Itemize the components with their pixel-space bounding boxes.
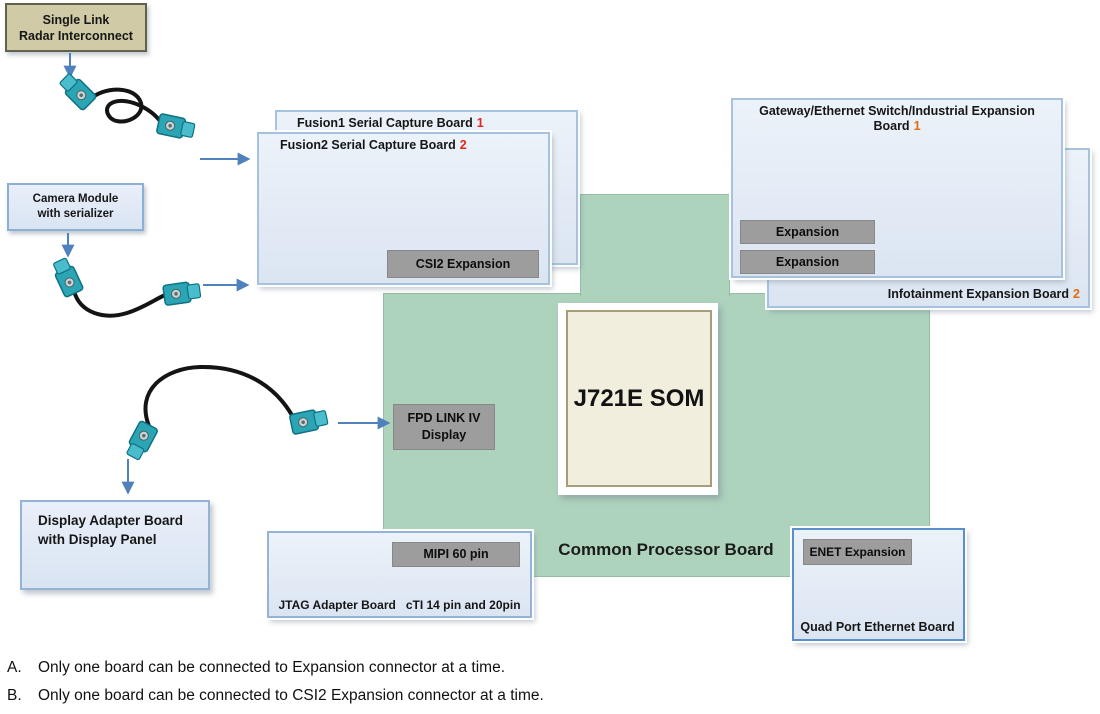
fakra-connector-icon bbox=[49, 255, 85, 299]
note-a: A. Only one board can be connected to Ex… bbox=[7, 659, 506, 676]
expansion-connector-bottom: Expansion bbox=[740, 250, 875, 274]
single-link-radar-interconnect-box: Single Link Radar Interconnect bbox=[5, 3, 147, 52]
radar-coax-cable bbox=[56, 70, 197, 142]
fakra-connector-icon bbox=[288, 406, 330, 436]
gateway-ethernet-industrial-expansion-board: Gateway/Ethernet Switch/Industrial Expan… bbox=[729, 96, 1065, 280]
coax-cable bbox=[72, 289, 167, 318]
fusion1-number: 1 bbox=[476, 116, 484, 130]
footnotes: A. Only one board can be connected to Ex… bbox=[7, 658, 544, 714]
coax-cable bbox=[86, 87, 163, 124]
quad-port-ethernet-board: ENET Expansion Quad Port Ethernet Board bbox=[790, 526, 967, 643]
note-b: B. Only one board can be connected to CS… bbox=[7, 687, 544, 704]
gateway-title: Gateway/Ethernet Switch/Industrial Expan… bbox=[759, 104, 1035, 133]
mipi-60pin-connector: MIPI 60 pin bbox=[392, 542, 520, 567]
enet-expansion-connector: ENET Expansion bbox=[803, 539, 912, 565]
coax-cable bbox=[143, 364, 295, 428]
fpd-link-iv-display-connector: FPD LINK IV Display bbox=[393, 404, 495, 450]
gateway-number: 1 bbox=[913, 119, 921, 133]
display-adapter-board-box: Display Adapter Board with Display Panel bbox=[20, 500, 210, 590]
expansion-connector-top: Expansion bbox=[740, 220, 875, 244]
j721e-som: J721E SOM bbox=[566, 310, 712, 487]
som-frame: J721E SOM bbox=[558, 303, 718, 495]
fpd-link-label-line2: Display bbox=[421, 428, 467, 442]
camera-coax-cable bbox=[49, 255, 202, 318]
common-processor-board-top-tab bbox=[580, 194, 730, 296]
fpd-link-label-line1: FPD LINK IV bbox=[407, 411, 481, 426]
csi2-expansion-connector: CSI2 Expansion bbox=[387, 250, 539, 278]
common-processor-board-label: Common Processor Board bbox=[558, 540, 774, 559]
fakra-connector-icon bbox=[56, 70, 98, 112]
fusion2-number: 2 bbox=[459, 138, 467, 152]
infotainment-number: 2 bbox=[1073, 287, 1080, 301]
fakra-connector-icon bbox=[122, 419, 160, 463]
camera-module-box: Camera Module with serializer bbox=[7, 183, 144, 231]
quad-port-ethernet-board-label: Quad Port Ethernet Board bbox=[800, 620, 955, 634]
fakra-connector-icon bbox=[162, 279, 202, 307]
fakra-connector-icon bbox=[155, 112, 197, 142]
j721e-som-label: J721E SOM bbox=[573, 384, 705, 412]
display-coax-cable bbox=[122, 364, 330, 463]
